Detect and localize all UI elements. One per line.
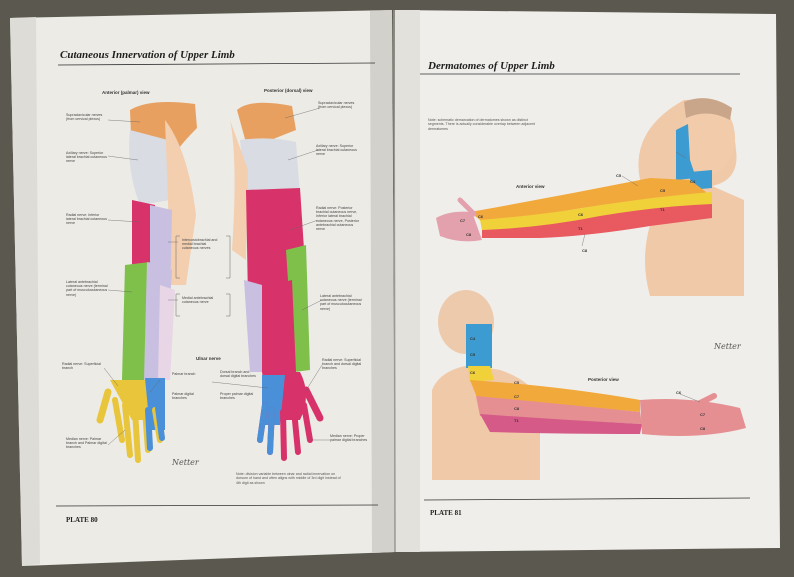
left-plate-number: PLATE 80: [66, 516, 98, 524]
right-page-title: Dermatomes of Upper Limb: [428, 60, 555, 72]
label-median-ant: Median nerve: Palmar branch and Palmar d…: [66, 437, 107, 450]
label-axillary-post: Axillary nerve: Superior lateral brachia…: [316, 144, 357, 157]
right-page-note: Note: schematic demarcation of dermatome…: [428, 118, 536, 131]
dermatome-c5-posterior: C5: [470, 352, 476, 357]
left-page-note: Note: division variable between ulnar an…: [236, 472, 341, 485]
label-radial-superficial-ant: Radial nerve: Superficial branch: [62, 362, 101, 371]
label-proper-palmar-digital: Proper palmar digital branches: [220, 392, 254, 401]
label-palmar-digital: Palmar digital branches: [172, 392, 194, 401]
label-axillary-ant: Axillary nerve: Superior lateral brachia…: [66, 151, 107, 164]
anterior-view-label: Anterior view: [516, 184, 545, 189]
dermatome-c7-posterior: C7: [514, 394, 520, 399]
label-medial-antebrachial: Medial antebrachial cutaneous nerve: [182, 296, 214, 305]
anterior-arm-figure: [96, 102, 197, 463]
dermatome-c8-anterior: C8: [582, 248, 588, 253]
label-radial-ant: Radial nerve: Inferior lateral brachial …: [66, 213, 107, 226]
posterior-dermatome-figure: [432, 290, 746, 480]
label-lateral-antebrachial-post: Lateral antebrachial cutaneous nerve (te…: [320, 294, 362, 311]
dermatome-c8-anterior-hand: C8: [466, 232, 472, 237]
posterior-view-label: Posterior view: [588, 377, 619, 382]
dermatome-c6-anterior-hand: C6: [478, 214, 484, 219]
artist-signature-right: Netter: [714, 342, 741, 351]
dermatome-c4-anterior: C4: [690, 179, 696, 184]
label-supraclavicular-post: Supraclavicular nerves (from cervical pl…: [318, 101, 355, 110]
leader-lines-left: [103, 107, 330, 446]
artist-signature-left: Netter: [172, 458, 199, 467]
ulnar-nerve-caption: Ulnar nerve: [196, 356, 221, 361]
label-lateral-antebrachial-ant: Lateral antebrachial cutaneous nerve (te…: [66, 280, 108, 297]
posterior-arm-figure: [230, 102, 324, 461]
posterior-view-caption: Posterior (dorsal) view: [264, 88, 313, 93]
label-supraclavicular-ant: Supraclavicular nerves (from cervical pl…: [66, 113, 103, 122]
label-palmar-branch: Palmar branch: [172, 372, 196, 376]
label-radial-post: Radial nerve: Posterior brachial cutaneo…: [316, 206, 359, 232]
anterior-dermatome-figure: [436, 98, 744, 296]
dermatome-c8-posterior-hand: C8: [700, 426, 706, 431]
leader-lines-right: [581, 151, 701, 403]
dermatome-t1-anterior-b: T1: [660, 207, 665, 212]
dermatome-c5-anterior: C5: [660, 188, 666, 193]
dermatome-c6-anterior: C6: [578, 212, 584, 217]
dermatome-t1-posterior: T1: [514, 418, 519, 423]
label-intercostobrachial: Intercostobrachial and medial brachial c…: [182, 238, 218, 251]
dermatome-c6-posterior-hand: C6: [676, 390, 682, 395]
label-median-post: Median nerve: Proper palmar digital bran…: [330, 434, 368, 443]
dermatome-c4-posterior: C4: [470, 336, 476, 341]
dermatome-c6-posterior: C6: [470, 370, 476, 375]
dermatome-c5-posterior-arm: C5: [514, 380, 520, 385]
anterior-view-caption: Anterior (palmar) view: [102, 90, 150, 95]
dermatome-t1-anterior: T1: [578, 226, 583, 231]
label-radial-superficial-post: Radial nerve: Superficial branch and dor…: [322, 358, 362, 371]
dermatome-c5-anterior-top: C5: [616, 173, 622, 178]
left-page-title: Cutaneous Innervation of Upper Limb: [60, 49, 235, 61]
dermatome-c8-posterior: C8: [514, 406, 520, 411]
label-dorsal-branch: Dorsal branch and dorsal digital branche…: [220, 370, 256, 379]
dermatome-c7-anterior: C7: [460, 218, 466, 223]
dermatome-c7-posterior-hand: C7: [700, 412, 706, 417]
right-plate-number: PLATE 81: [430, 509, 462, 517]
